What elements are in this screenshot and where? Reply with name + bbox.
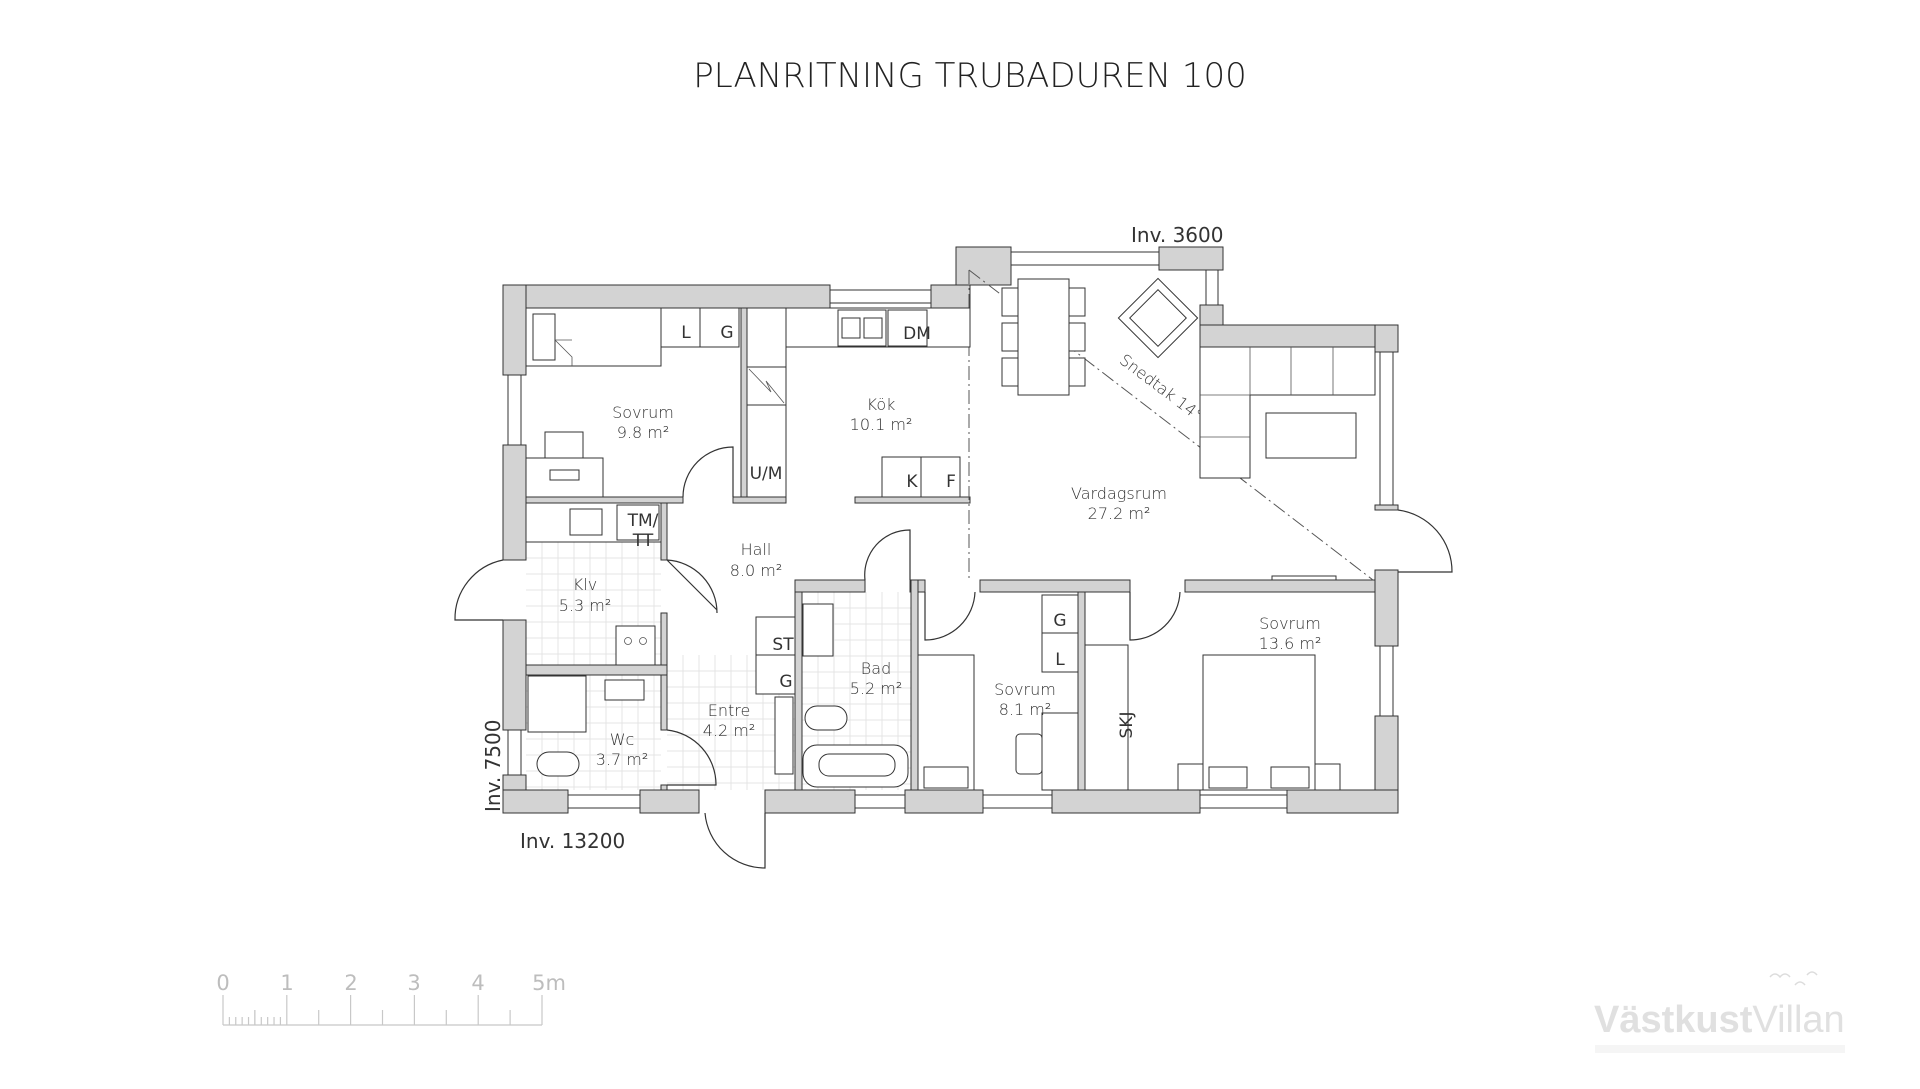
page-title: PLANRITNING TRUBADUREN 100	[693, 56, 1247, 96]
svg-text:G: G	[1053, 611, 1066, 631]
freezer	[920, 456, 961, 498]
room-area: 9.8 m²	[617, 423, 670, 442]
room-area: 13.6 m²	[1259, 634, 1322, 653]
room-area: 27.2 m²	[1088, 504, 1151, 523]
sloped-ceiling-label: Snedtak 14°	[1116, 350, 1207, 425]
dishwasher	[887, 309, 928, 347]
svg-text:F: F	[946, 472, 956, 492]
bath-toilet	[804, 705, 848, 731]
shoe-cabinet	[755, 616, 796, 656]
room-area: 8.1 m²	[999, 700, 1052, 719]
scale-labels: 0 1 2 3 4 5m	[216, 971, 566, 995]
room-area: 3.7 m²	[596, 750, 649, 769]
wardrobe-g	[699, 307, 740, 348]
room-area: 10.1 m²	[850, 415, 913, 434]
scale-label: 2	[344, 971, 357, 995]
desk-small	[1041, 712, 1079, 791]
furniture	[525, 277, 1376, 791]
seagulls-icon	[1769, 971, 1818, 986]
fridge	[881, 456, 922, 498]
svg-text:G: G	[720, 323, 733, 343]
stove	[615, 625, 656, 666]
armchair	[1117, 277, 1199, 359]
svg-text:VästkustVillan: VästkustVillan	[1594, 999, 1845, 1041]
vastkustvillan-logo: VästkustVillan	[1594, 971, 1845, 1053]
wc-sink	[604, 679, 645, 701]
wardrobe-entre	[755, 654, 796, 695]
bath-sink	[802, 603, 834, 657]
room-name: Hall	[741, 540, 772, 559]
tv-bench	[1271, 575, 1337, 581]
wardrobe-l	[660, 307, 701, 348]
dining-table	[1017, 278, 1070, 396]
scale-label: 0	[216, 971, 229, 995]
depth-dimension: Inv. 7500	[481, 720, 505, 812]
svg-text:L: L	[1055, 650, 1065, 670]
svg-text:TM/: TM/	[627, 511, 659, 531]
scale-label: 5m	[532, 971, 566, 995]
room-name: Entre	[708, 701, 751, 720]
room-labels: Sovrum 9.8 m² Kök 10.1 m² Vardagsrum 27.…	[559, 395, 1322, 769]
toilet	[536, 751, 580, 777]
fixture-labels: L G DM U/M K F TM/ TT ST G G L SKJ	[627, 323, 1137, 738]
exterior-walls	[502, 246, 1399, 814]
doors	[454, 446, 1453, 869]
scale-bar	[222, 995, 543, 1026]
svg-text:U/M: U/M	[750, 464, 783, 484]
room-area: 8.0 m²	[730, 561, 783, 580]
wardrobe-g2	[1041, 594, 1079, 634]
scale-label: 4	[471, 971, 484, 995]
coat-rack	[774, 696, 794, 775]
coffee-table	[1265, 412, 1357, 459]
wardrobe-l2	[1041, 632, 1079, 673]
scale-label: 1	[280, 971, 293, 995]
interior-walls	[525, 307, 1376, 791]
svg-text:TT: TT	[632, 531, 654, 551]
room-name: Sovrum	[994, 680, 1056, 699]
length-dimension: Inv. 13200	[520, 829, 625, 853]
room-area: 4.2 m²	[703, 721, 756, 740]
room-name: Kök	[867, 395, 896, 414]
room-area: 5.3 m²	[559, 596, 612, 615]
svg-text:K: K	[906, 472, 918, 492]
room-area: 5.2 m²	[850, 679, 903, 698]
sliding-wardrobe	[1084, 644, 1129, 791]
svg-text:SKJ: SKJ	[1117, 712, 1137, 739]
svg-text:G: G	[779, 672, 792, 692]
room-name: Sovrum	[1259, 614, 1321, 633]
svg-text:L: L	[681, 323, 691, 343]
svg-text:ST: ST	[772, 635, 794, 655]
svg-text:DM: DM	[903, 324, 931, 344]
room-name: Klv	[573, 575, 597, 594]
scale-label: 3	[407, 971, 420, 995]
room-name: Vardagsrum	[1071, 484, 1167, 503]
room-name: Wc	[610, 730, 635, 749]
room-name: Bad	[861, 659, 891, 678]
width-dimension: Inv. 3600	[1131, 223, 1223, 247]
room-name: Sovrum	[612, 403, 674, 422]
